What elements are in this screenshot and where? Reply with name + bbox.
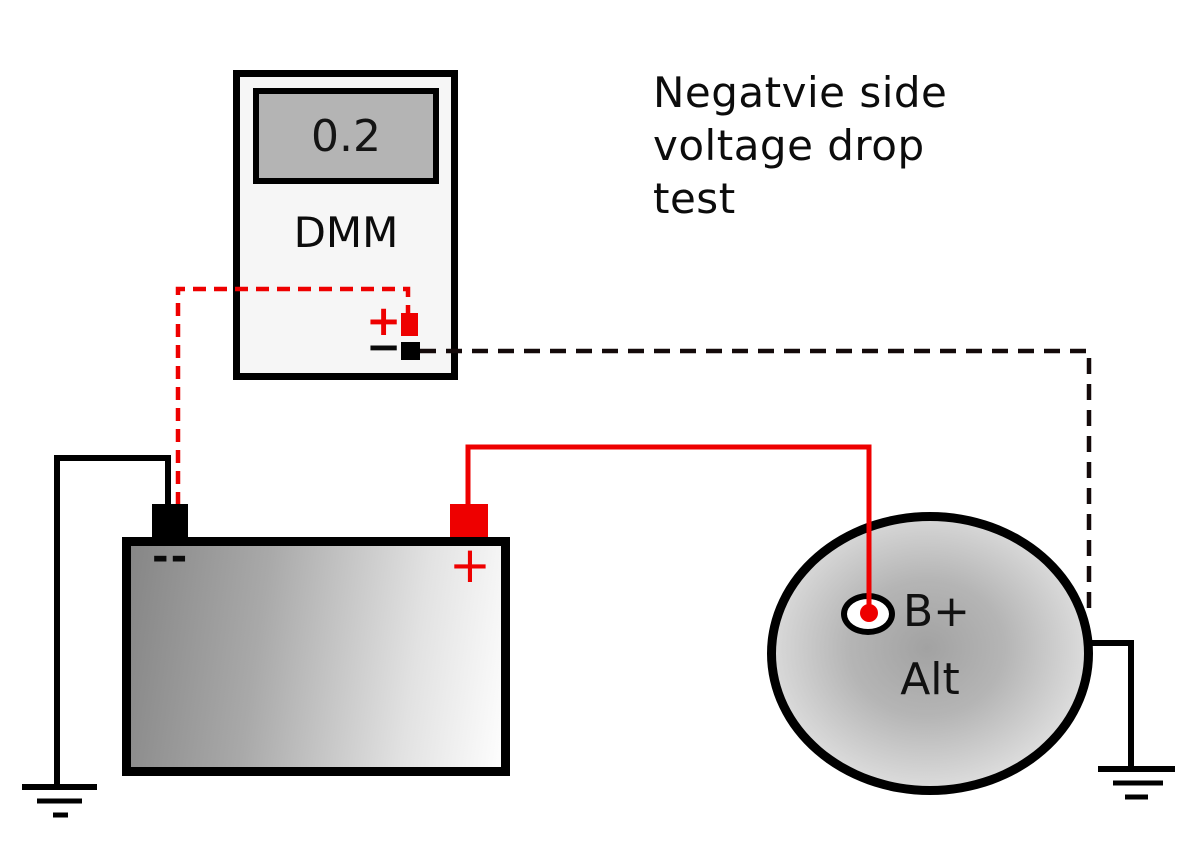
battery-positive-label: + <box>449 536 491 594</box>
dmm-label: DMM <box>293 208 399 257</box>
ground-symbol-right <box>1098 766 1175 800</box>
alternator-label: Alt <box>900 654 960 705</box>
ground-symbol-left <box>22 784 97 818</box>
dmm-reading: 0.2 <box>311 110 381 162</box>
battery-negative-label: -- <box>152 534 190 580</box>
diagram-title: Negatvie side voltage drop test <box>653 68 948 223</box>
dmm-display: 0.2 <box>253 88 439 184</box>
dmm-negative-symbol: − <box>366 322 402 371</box>
battery-negative-terminal <box>152 504 188 537</box>
alternator-bplus-label: B+ <box>903 586 971 637</box>
alternator-ground-wire <box>1090 640 1134 769</box>
alternator-bplus-terminal <box>841 593 895 635</box>
battery-positive-terminal <box>450 504 488 537</box>
